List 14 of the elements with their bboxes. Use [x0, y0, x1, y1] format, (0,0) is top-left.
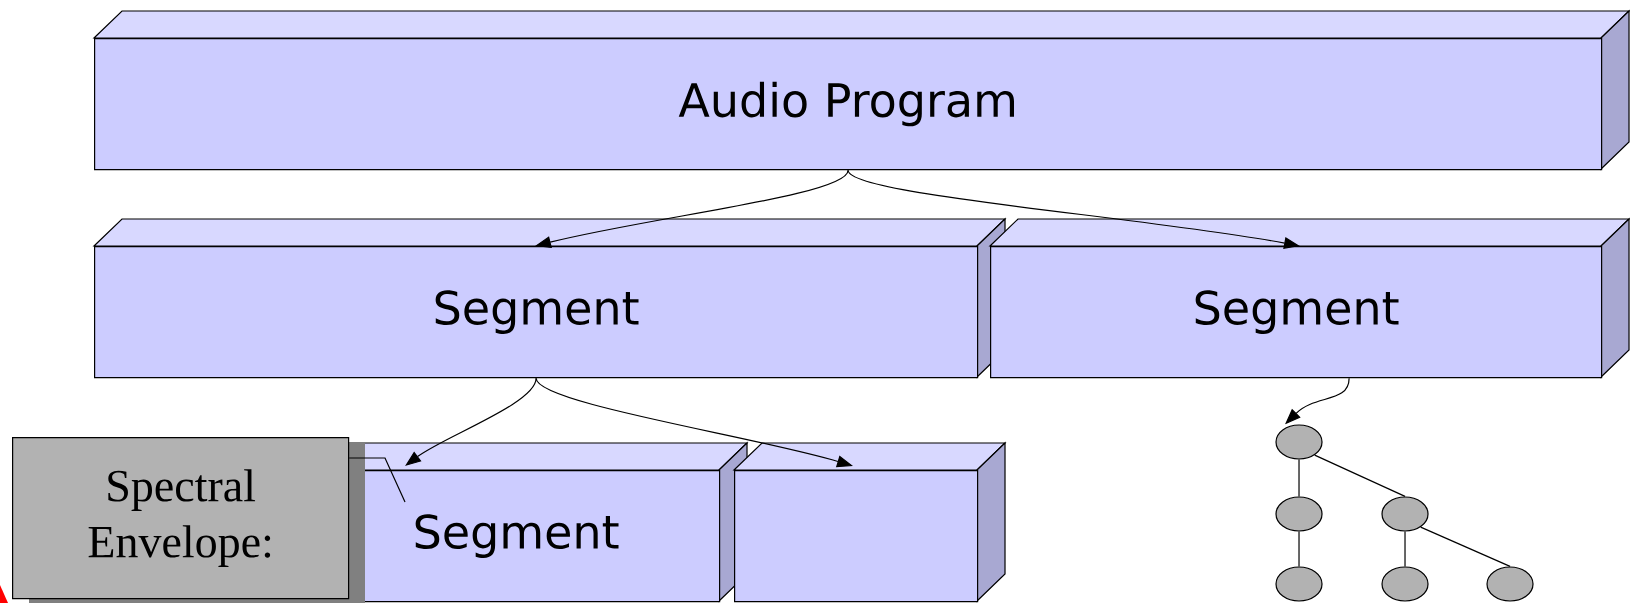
- tree-node: [1381, 496, 1429, 532]
- tree-node: [1275, 496, 1323, 532]
- tree-branch: [1298, 459, 1300, 497]
- leader-line: [348, 457, 406, 503]
- tree-node: [1275, 566, 1323, 602]
- tree-branch: [1420, 526, 1511, 567]
- curved-arrow: [405, 377, 537, 466]
- tree-branch: [1314, 454, 1406, 497]
- tree-node: [1275, 424, 1323, 460]
- tree-node: [1381, 566, 1429, 602]
- tree-branch: [1404, 531, 1406, 567]
- tree-branch: [1298, 531, 1300, 567]
- callout-box: Spectral Envelope:: [12, 437, 365, 603]
- tree-node: [1486, 566, 1534, 602]
